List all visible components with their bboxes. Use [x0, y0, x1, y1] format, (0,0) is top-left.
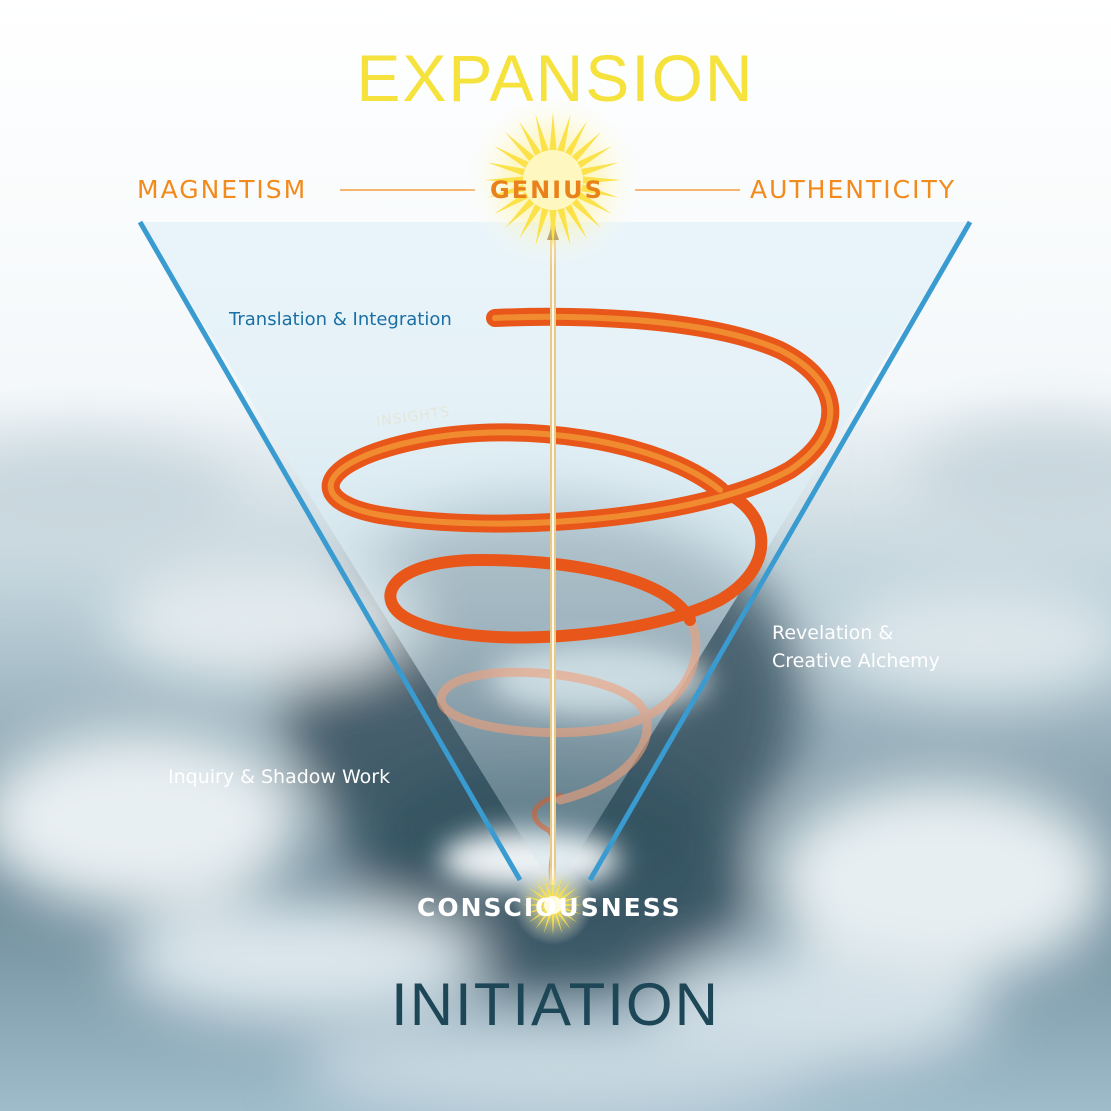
label-magnetism: MAGNETISM	[137, 175, 308, 204]
title-initiation: INITIATION	[391, 971, 720, 1038]
funnel-left-edge	[137, 220, 523, 882]
label-genius: GENIUS	[490, 176, 604, 204]
funnel-right-edge	[587, 220, 973, 882]
title-expansion: EXPANSION	[356, 41, 755, 115]
label-revelation-1: Revelation &	[772, 622, 894, 644]
label-authenticity: AUTHENTICITY	[750, 175, 956, 204]
label-revelation-2: Creative Alchemy	[772, 650, 940, 672]
label-inquiry: Inquiry & Shadow Work	[168, 766, 391, 788]
clouds	[0, 420, 1111, 1111]
consciousness-sun-icon	[513, 865, 593, 945]
label-translation: Translation & Integration	[229, 309, 452, 330]
genius-sun-icon	[463, 90, 643, 270]
label-consciousness: CONSCIOUSNESS	[417, 893, 682, 922]
